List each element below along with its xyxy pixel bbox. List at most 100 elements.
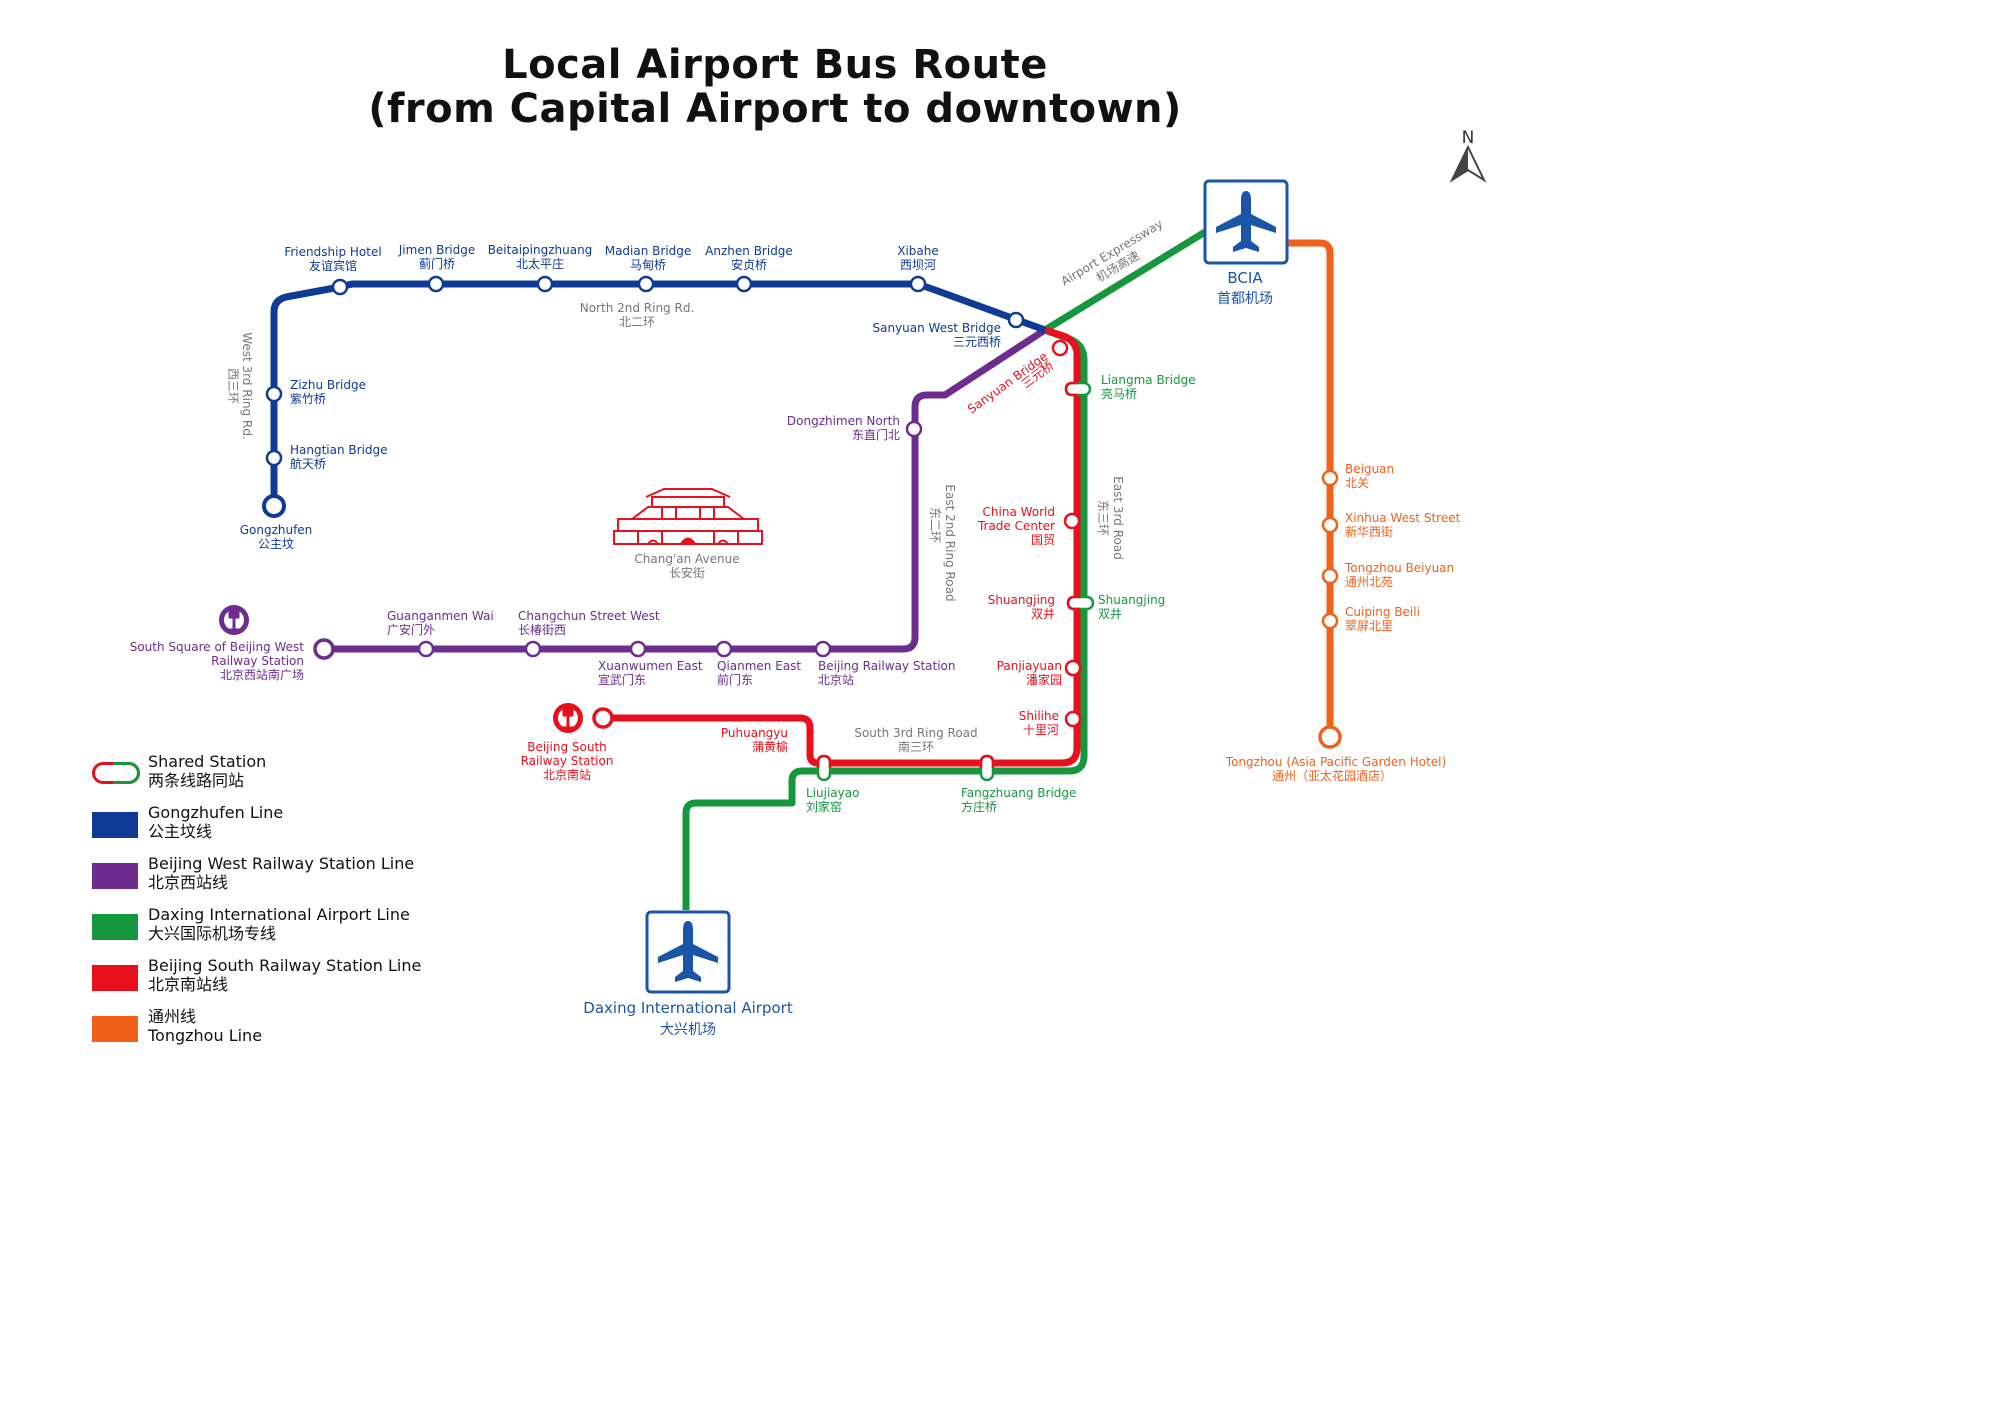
station-label-en: Jimen Bridge [398,243,475,257]
station-sanyuan-west-bridge[interactable]: Sanyuan West Bridge 三元西桥 [873,311,1025,349]
shared-station-fangzhuang[interactable]: Fangzhuang Bridge 方庄桥 [961,754,1076,814]
station-xuanwumen-east[interactable]: Xuanwumen East 宣武门东 [598,640,703,687]
station-label-zh: 北京站 [818,673,854,687]
station-beitaipingzhuang[interactable]: Beitaipingzhuang 北太平庄 [488,243,593,293]
shared-station-shuangjing[interactable]: Shuangjing 双井 [1066,593,1165,621]
shared-station-liangma[interactable]: Liangma Bridge 亮马桥 [1064,373,1196,401]
station-shilihe[interactable]: Shilihe 十里河 [1019,709,1082,737]
station-label-en2: Railway Station [211,654,304,668]
station-shuangjing-south-line[interactable]: Shuangjing 双井 [988,593,1055,621]
legend-swatch [92,863,138,889]
beijing-west-line [324,327,1047,653]
station-south-square-beijing-west[interactable]: South Square of Beijing West Railway Sta… [130,638,335,682]
station-label-en: Madian Bridge [605,244,692,258]
station-gongzhufen[interactable]: Gongzhufen 公主坟 [240,494,313,551]
daxing-airport-icon [645,910,731,994]
compass-label: N [1462,128,1475,148]
station-label-en: South Square of Beijing West [130,640,305,654]
station-label-zh: 安贞桥 [731,257,767,272]
legend-item-shared-station: Shared Station 两条线路同站 [92,752,472,798]
station-zizhu-bridge[interactable]: Zizhu Bridge 紫竹桥 [265,378,366,406]
station-tongzhou-terminal[interactable]: Tongzhou (Asia Pacific Garden Hotel) 通州（… [1225,725,1446,783]
station-label-en: Xinhua West Street [1345,511,1461,525]
station-puhuangyu[interactable]: Puhuangyu 蒲黄榆 [721,726,788,754]
station-label-en: Changchun Street West [518,609,660,623]
station-label-zh: 公主坟 [258,537,294,551]
station-dongzhimen-north[interactable]: Dongzhimen North 东直门北 [787,414,923,442]
station-label-en: Zizhu Bridge [290,378,366,392]
station-label-zh: 东直门北 [852,427,900,442]
station-label-zh: 三元西桥 [953,335,1001,349]
station-label-en: Sanyuan West Bridge [873,321,1002,335]
daxing-line [682,229,1207,910]
station-label-zh: 北关 [1345,476,1369,490]
station-label-zh: 翠屏北里 [1345,619,1393,633]
station-qianmen-east[interactable]: Qianmen East 前门东 [715,640,801,687]
station-tongzhou-beiyuan[interactable]: Tongzhou Beiyuan 通州北苑 [1321,561,1454,589]
legend-label-zh: 北京西站线 [148,873,229,892]
station-label-zh: 北京西站南广场 [220,667,304,682]
station-label-en: Shuangjing [988,593,1055,607]
station-hangtian-bridge[interactable]: Hangtian Bridge 航天桥 [265,443,388,471]
station-label-en: Beijing Railway Station [818,659,956,673]
station-china-world-trade-center[interactable]: China World Trade Center 国贸 [977,505,1081,547]
shared-station-liujiayao[interactable]: Liujiayao 刘家窑 [806,754,859,814]
bcia-airport-icon [1203,179,1289,265]
map-title-line2: (from Capital Airport to downtown) [368,86,1182,132]
legend-label-en: Beijing South Railway Station Line [148,956,422,975]
station-label-en: Beijing South [527,740,607,754]
station-label-zh: 航天桥 [290,456,326,471]
station-label-en: Qianmen East [717,659,801,673]
station-jimen-bridge[interactable]: Jimen Bridge 蓟门桥 [398,243,475,293]
station-label-zh: 双井 [1098,607,1122,621]
road-label-south3-zh: 南三环 [898,739,934,754]
station-label-zh: 十里河 [1023,723,1059,737]
road-label-east2-en: East 2nd Ring Road [943,484,957,601]
station-label-zh: 新华西街 [1345,524,1393,539]
legend-swatch [92,812,138,838]
station-label-en: China World [983,505,1055,519]
station-xinhua-west-street[interactable]: Xinhua West Street 新华西街 [1321,511,1461,539]
legend-label-en: Tongzhou Line [148,1026,263,1045]
legend-label-zh: 两条线路同站 [148,771,245,790]
route-map: N BCIA 首都机场 Daxing International Airport… [130,128,1487,1038]
station-xibahe[interactable]: Xibahe 西坝河 [897,244,939,293]
station-beiguan[interactable]: Beiguan 北关 [1321,462,1394,490]
legend-swatch-shared [92,762,140,784]
station-label-en: Liangma Bridge [1101,373,1196,387]
station-label-zh: 宣武门东 [598,672,646,687]
north-arrow-icon: N [1449,128,1487,183]
map-title-line1: Local Airport Bus Route [502,42,1048,88]
beijing-south-line [603,326,1081,767]
station-label-en: Gongzhufen [240,523,313,537]
station-label-zh: 长椿街西 [518,623,566,637]
station-label-en: Shuangjing [1098,593,1165,607]
station-label-en2: Trade Center [977,519,1055,533]
station-changchun-street-west[interactable]: Changchun Street West 长椿街西 [518,609,660,658]
station-cuiping-beili[interactable]: Cuiping Beili 翠屏北里 [1321,605,1420,633]
station-guanganmen-wai[interactable]: Guanganmen Wai 广安门外 [387,609,494,658]
station-label-zh: 紫竹桥 [290,392,326,406]
daxing-airport-name-en: Daxing International Airport [583,999,793,1017]
daxing-airport-name-zh: 大兴机场 [660,1022,716,1038]
legend-label-zh: 北京南站线 [148,975,229,994]
station-beijing-railway-station[interactable]: Beijing Railway Station 北京站 [814,640,956,687]
station-friendship-hotel[interactable]: Friendship Hotel 友谊宾馆 [284,245,382,296]
station-label-en: Beitaipingzhuang [488,243,593,257]
station-label-zh: 方庄桥 [961,799,997,814]
station-beijing-south-railway[interactable]: Beijing South Railway Station 北京南站 [521,707,614,782]
station-label-zh: 国贸 [1031,533,1055,547]
station-panjiayuan[interactable]: Panjiayuan 潘家园 [997,659,1082,687]
station-anzhen-bridge[interactable]: Anzhen Bridge 安贞桥 [705,244,793,293]
station-label-en: Shilihe [1019,709,1059,723]
station-label-zh: 北京南站 [543,767,591,782]
legend-item-daxing-line: Daxing International Airport Line 大兴国际机场… [92,905,472,951]
road-label-east2-zh: 东二环 [928,507,942,543]
road-label-west3-zh: 西三环 [226,368,240,404]
station-madian-bridge[interactable]: Madian Bridge 马甸桥 [605,244,692,293]
station-label-zh: 北太平庄 [516,256,564,271]
station-label-zh: 通州（亚太花园酒店） [1272,768,1392,783]
legend-label-en: Shared Station [148,752,267,771]
station-label-en: Anzhen Bridge [705,244,793,258]
legend-swatch [92,965,138,991]
